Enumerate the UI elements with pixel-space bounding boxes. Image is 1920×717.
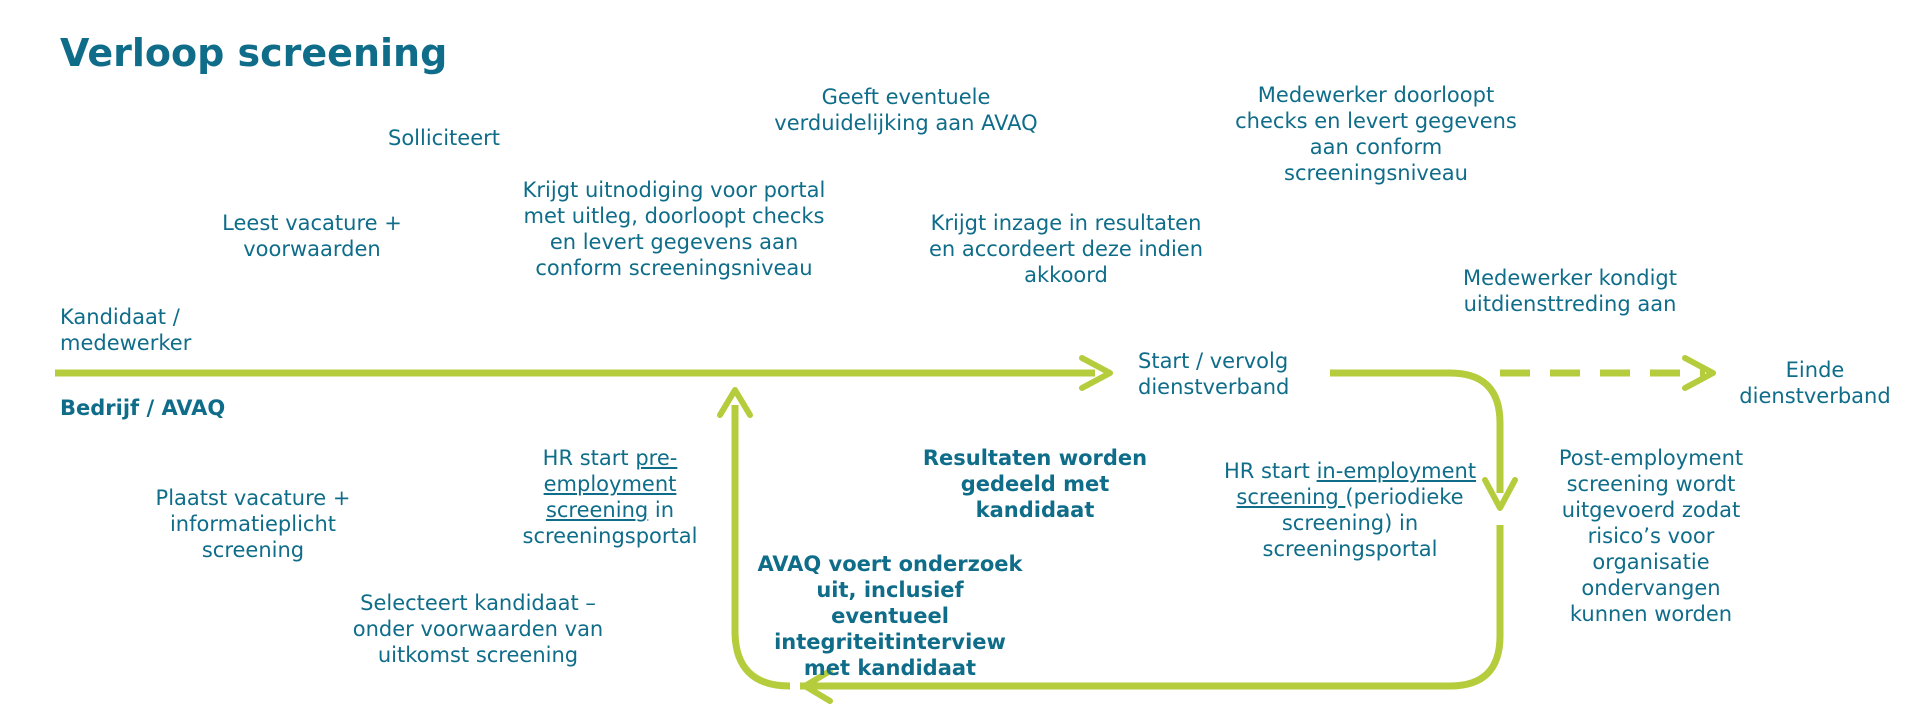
pre-employment-link[interactable]: pre-employment screening	[543, 446, 678, 522]
loop-left-arrowhead	[802, 668, 833, 704]
step-resultaten: Resultaten worden gedeeld met kandidaat	[922, 446, 1148, 522]
lane-top-label: Kandidaat / medewerker	[60, 305, 192, 355]
return-loop-left	[731, 405, 791, 690]
loop-down-arrowhead	[1482, 477, 1518, 511]
step-start: Start / vervolg dienstverband	[1138, 349, 1290, 399]
step-krijgt-uitnodiging: Krijgt uitnodiging voor portal met uitle…	[522, 178, 826, 280]
step-solliciteert: Solliciteert	[387, 126, 500, 150]
return-loop	[1330, 369, 1504, 493]
step-geeft: Geeft eventuele verduidelijking aan AVAQ	[774, 85, 1038, 135]
step-post: Post-employment screening wordt uitgevoe…	[1558, 446, 1744, 626]
hr-in-text-a: HR start	[1223, 459, 1317, 483]
step-kondigt: Medewerker kondigt uitdiensttreding aan	[1463, 266, 1677, 316]
step-leest: Leest vacature + voorwaarden	[222, 211, 402, 261]
end-arrowhead	[1682, 355, 1716, 391]
step-inzage: Krijgt inzage in resultaten en accordeer…	[928, 211, 1204, 287]
loop-up-arrowhead	[717, 387, 753, 418]
step-avaq: AVAQ voert onderzoek uit, inclusief even…	[757, 552, 1023, 680]
step-selecteert: Selecteert kandidaat – onder voorwaarden…	[352, 591, 604, 667]
step-hr-in: HR start in-employment screening (period…	[1220, 458, 1480, 562]
in-employment-link[interactable]: in-employment screening	[1236, 459, 1477, 509]
return-loop-bottom	[800, 525, 1504, 690]
step-hr-pre: HR start pre-employment screening in scr…	[505, 445, 715, 549]
lane-bottom-label: Bedrijf / AVAQ	[60, 396, 226, 420]
hr-in-text-b: (periodieke screening) in screeningsport…	[1262, 485, 1464, 561]
hr-pre-text-b: in screeningsportal	[522, 498, 698, 548]
step-einde: Einde dienstverband	[1739, 358, 1891, 408]
step-plaatst: Plaatst vacature + informatieplicht scre…	[155, 486, 351, 562]
step-doorloopt: Medewerker doorloopt checks en levert ge…	[1235, 83, 1517, 185]
page-title: Verloop screening	[60, 31, 448, 75]
hr-pre-text-a: HR start	[542, 446, 636, 470]
start-arrowhead	[1079, 355, 1113, 391]
